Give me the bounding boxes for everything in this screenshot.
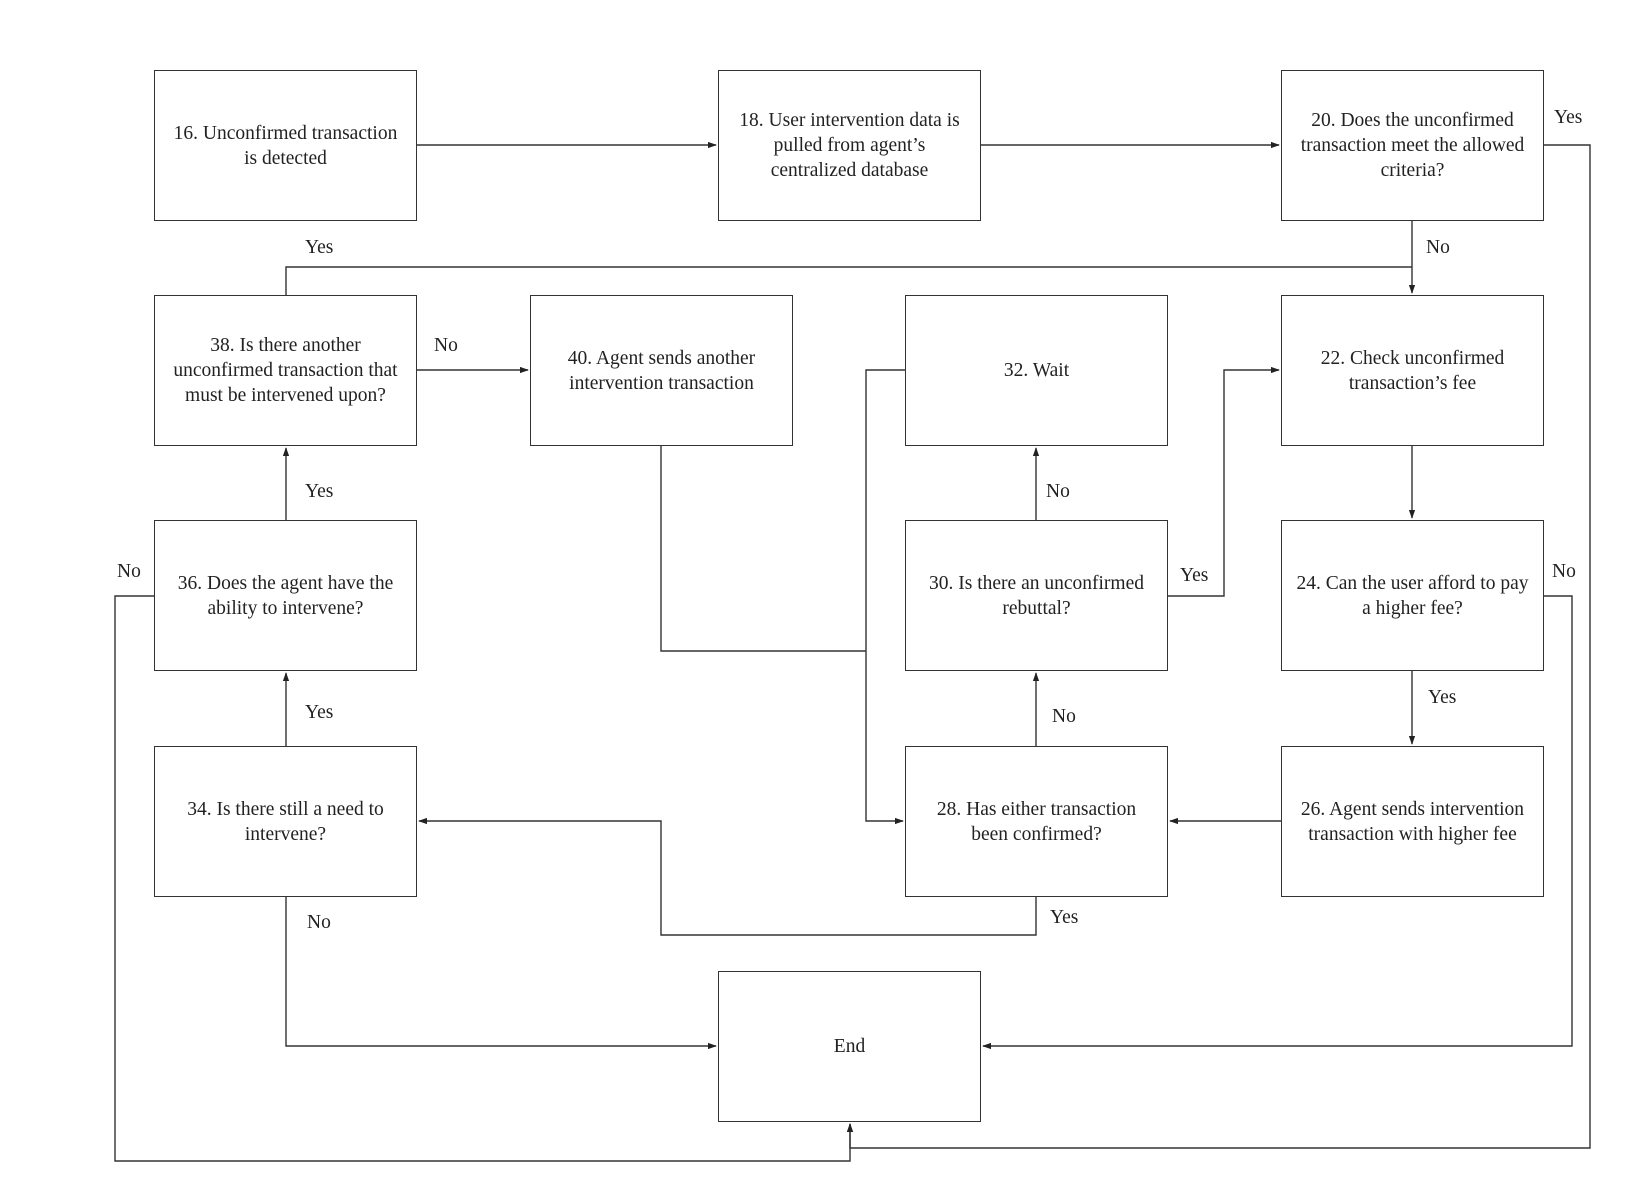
node-38-another-transaction: 38. Is there another unconfirmed transac…: [154, 295, 417, 446]
edge-34-no-to-end: [285, 897, 717, 1050]
node-26-send-higher-fee: 26. Agent sends intervention transaction…: [1281, 746, 1544, 897]
node-40-text: 40. Agent sends another intervention tra…: [567, 347, 756, 394]
edge-36-no-to-end: [114, 595, 854, 1162]
node-end: End: [718, 971, 981, 1122]
node-end-text: End: [833, 1036, 866, 1057]
label-38-yes: Yes: [305, 237, 334, 258]
node-28-transaction-confirmed: 28. Has either transaction been confirme…: [905, 746, 1168, 897]
node-30-unconfirmed-rebuttal: 30. Is there an unconfirmed rebuttal?: [905, 520, 1168, 671]
node-16-text: 16. Unconfirmed transaction is detected: [173, 122, 398, 169]
edge-28-yes-to-34: [418, 817, 1037, 936]
node-32-text: 32. Wait: [1003, 360, 1070, 381]
edge-24-no-to-end: [982, 595, 1573, 1050]
edge-30-yes-to-22: [1168, 366, 1280, 597]
edge-32-to-28: [865, 369, 905, 825]
node-18-text: 18. User intervention data is pulled fro…: [739, 110, 960, 181]
label-38-no: No: [434, 335, 458, 356]
label-28-no: No: [1052, 706, 1076, 727]
node-40-send-another-intervention: 40. Agent sends another intervention tra…: [530, 295, 793, 446]
node-24-text: 24. Can the user afford to pay a higher …: [1296, 572, 1529, 619]
node-16-unconfirmed-detected: 16. Unconfirmed transaction is detected: [154, 70, 417, 221]
node-20-text: 20. Does the unconfirmed transaction mee…: [1300, 110, 1525, 181]
node-30-text: 30. Is there an unconfirmed rebuttal?: [929, 572, 1144, 619]
label-30-yes: Yes: [1180, 565, 1209, 586]
node-26-text: 26. Agent sends intervention transaction…: [1300, 798, 1525, 845]
node-28-text: 28. Has either transaction been confirme…: [936, 798, 1137, 845]
node-22-check-fee: 22. Check unconfirmed transaction’s fee: [1281, 295, 1544, 446]
node-24-afford-higher-fee: 24. Can the user afford to pay a higher …: [1281, 520, 1544, 671]
node-36-ability-to-intervene: 36. Does the agent have the ability to i…: [154, 520, 417, 671]
node-34-text: 34. Is there still a need to intervene?: [187, 798, 384, 845]
node-32-wait: 32. Wait: [905, 295, 1168, 446]
edge-40-to-28: [660, 446, 866, 652]
edge-38-yes-to-22: [285, 266, 1412, 295]
node-38-text: 38. Is there another unconfirmed transac…: [173, 335, 398, 406]
label-24-no: No: [1552, 561, 1576, 582]
label-24-yes: Yes: [1428, 687, 1457, 708]
node-36-text: 36. Does the agent have the ability to i…: [177, 572, 394, 619]
node-22-text: 22. Check unconfirmed transaction’s fee: [1320, 347, 1505, 394]
label-28-yes: Yes: [1050, 907, 1079, 928]
label-20-no: No: [1426, 237, 1450, 258]
label-20-yes: Yes: [1554, 107, 1583, 128]
node-20-meets-criteria: 20. Does the unconfirmed transaction mee…: [1281, 70, 1544, 221]
label-36-no: No: [117, 561, 141, 582]
label-36-yes: Yes: [305, 481, 334, 502]
label-30-no: No: [1046, 481, 1070, 502]
label-34-yes: Yes: [305, 702, 334, 723]
label-34-no: No: [307, 912, 331, 933]
node-18-pull-intervention-data: 18. User intervention data is pulled fro…: [718, 70, 981, 221]
node-34-still-need-intervene: 34. Is there still a need to intervene?: [154, 746, 417, 897]
